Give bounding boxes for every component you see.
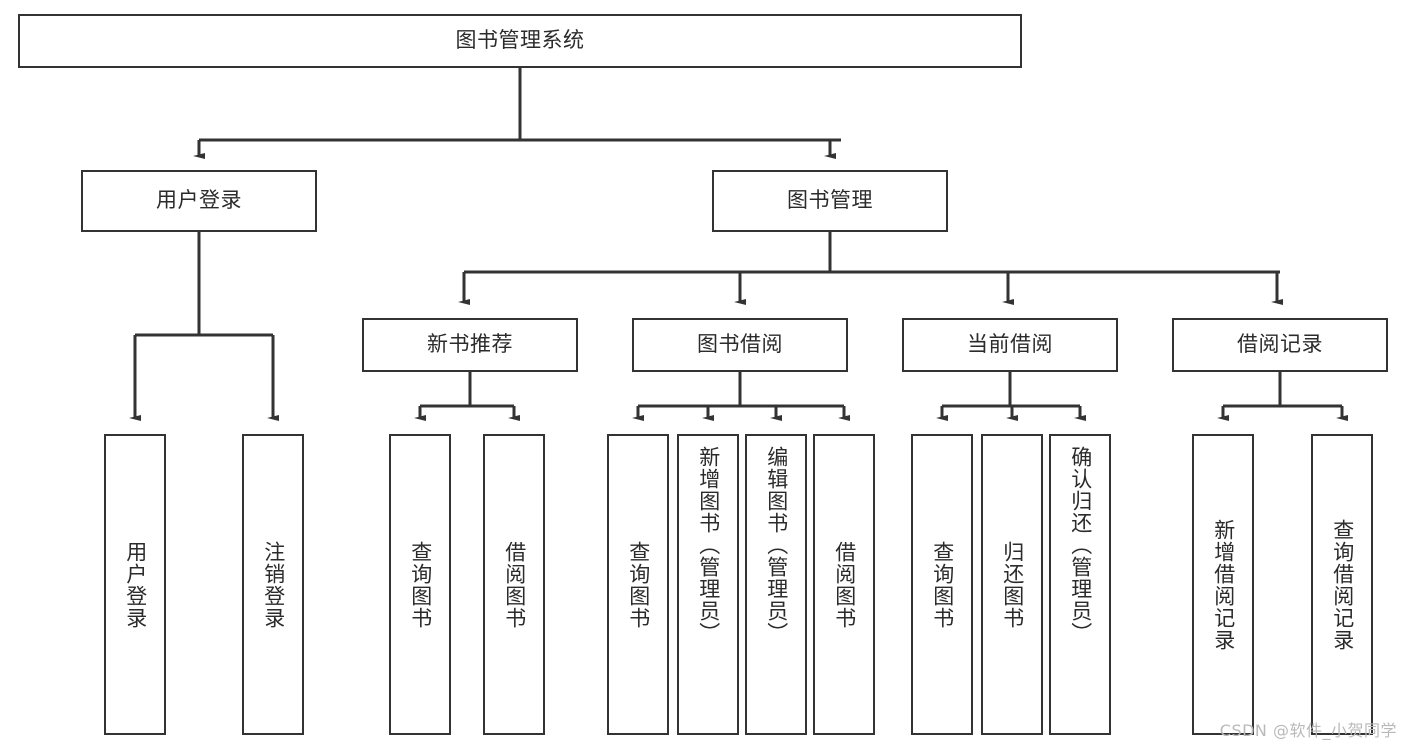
node-leaf-bb-borrow-label: 借阅图书 bbox=[832, 540, 857, 629]
node-leaf-bb-add[interactable]: 新增图书（管理员） bbox=[677, 434, 739, 735]
node-leaf-bb-query[interactable]: 查询图书 bbox=[607, 434, 669, 735]
edges-currentborrow-to-leaves bbox=[936, 372, 1086, 421]
node-book-borrow[interactable]: 图书借阅 bbox=[632, 318, 848, 372]
edges-bookmanage-to-level3 bbox=[458, 232, 1283, 305]
node-leaf-bb-edit-label: 编辑图书（管理员） bbox=[764, 446, 789, 644]
node-leaf-rec-borrow-label: 借阅图书 bbox=[502, 540, 527, 629]
node-borrow-record[interactable]: 借阅记录 bbox=[1172, 318, 1388, 372]
edges-userlogin-to-leaves bbox=[129, 232, 279, 421]
node-leaf-cb-confirm[interactable]: 确认归还（管理员） bbox=[1049, 434, 1111, 735]
edges-newbookrec-to-leaves bbox=[414, 372, 520, 421]
node-leaf-br-query-label: 查询借阅记录 bbox=[1330, 518, 1355, 651]
node-book-borrow-label: 图书借阅 bbox=[697, 332, 783, 357]
node-user-login-label: 用户登录 bbox=[156, 188, 242, 213]
node-leaf-br-add[interactable]: 新增借阅记录 bbox=[1192, 434, 1254, 735]
node-leaf-cb-confirm-label: 确认归还（管理员） bbox=[1068, 446, 1093, 644]
node-leaf-rec-query[interactable]: 查询图书 bbox=[389, 434, 451, 735]
node-leaf-user-login-label: 用户登录 bbox=[123, 540, 148, 629]
edges-root-to-level2 bbox=[193, 68, 841, 159]
node-leaf-bb-borrow[interactable]: 借阅图书 bbox=[813, 434, 875, 735]
node-leaf-cb-return[interactable]: 归还图书 bbox=[981, 434, 1043, 735]
node-leaf-rec-query-label: 查询图书 bbox=[408, 540, 433, 629]
node-leaf-bb-edit[interactable]: 编辑图书（管理员） bbox=[745, 434, 807, 735]
node-new-book-rec-label: 新书推荐 bbox=[427, 332, 513, 357]
node-root-label: 图书管理系统 bbox=[455, 28, 585, 53]
node-leaf-user-login[interactable]: 用户登录 bbox=[104, 434, 166, 735]
edges-borrowrecord-to-leaves bbox=[1217, 372, 1348, 421]
watermark-text: CSDN @软件_小贺同学 bbox=[1219, 721, 1397, 740]
node-user-login[interactable]: 用户登录 bbox=[81, 170, 317, 232]
node-leaf-rec-borrow[interactable]: 借阅图书 bbox=[483, 434, 545, 735]
node-leaf-logout-label: 注销登录 bbox=[261, 540, 286, 629]
node-current-borrow-label: 当前借阅 bbox=[967, 332, 1053, 357]
node-book-manage-label: 图书管理 bbox=[787, 188, 873, 213]
node-root[interactable]: 图书管理系统 bbox=[18, 14, 1022, 68]
edges-bookborrow-to-leaves bbox=[632, 372, 850, 421]
node-leaf-bb-query-label: 查询图书 bbox=[626, 540, 651, 629]
node-current-borrow[interactable]: 当前借阅 bbox=[902, 318, 1118, 372]
node-new-book-rec[interactable]: 新书推荐 bbox=[362, 318, 578, 372]
node-leaf-cb-query-label: 查询图书 bbox=[930, 540, 955, 629]
node-leaf-br-query[interactable]: 查询借阅记录 bbox=[1311, 434, 1373, 735]
node-leaf-cb-return-label: 归还图书 bbox=[1000, 540, 1025, 629]
node-book-manage[interactable]: 图书管理 bbox=[712, 170, 948, 232]
node-leaf-logout[interactable]: 注销登录 bbox=[242, 434, 304, 735]
node-leaf-br-add-label: 新增借阅记录 bbox=[1211, 518, 1236, 651]
node-leaf-bb-add-label: 新增图书（管理员） bbox=[696, 446, 721, 644]
node-leaf-cb-query[interactable]: 查询图书 bbox=[911, 434, 973, 735]
node-borrow-record-label: 借阅记录 bbox=[1237, 332, 1323, 357]
